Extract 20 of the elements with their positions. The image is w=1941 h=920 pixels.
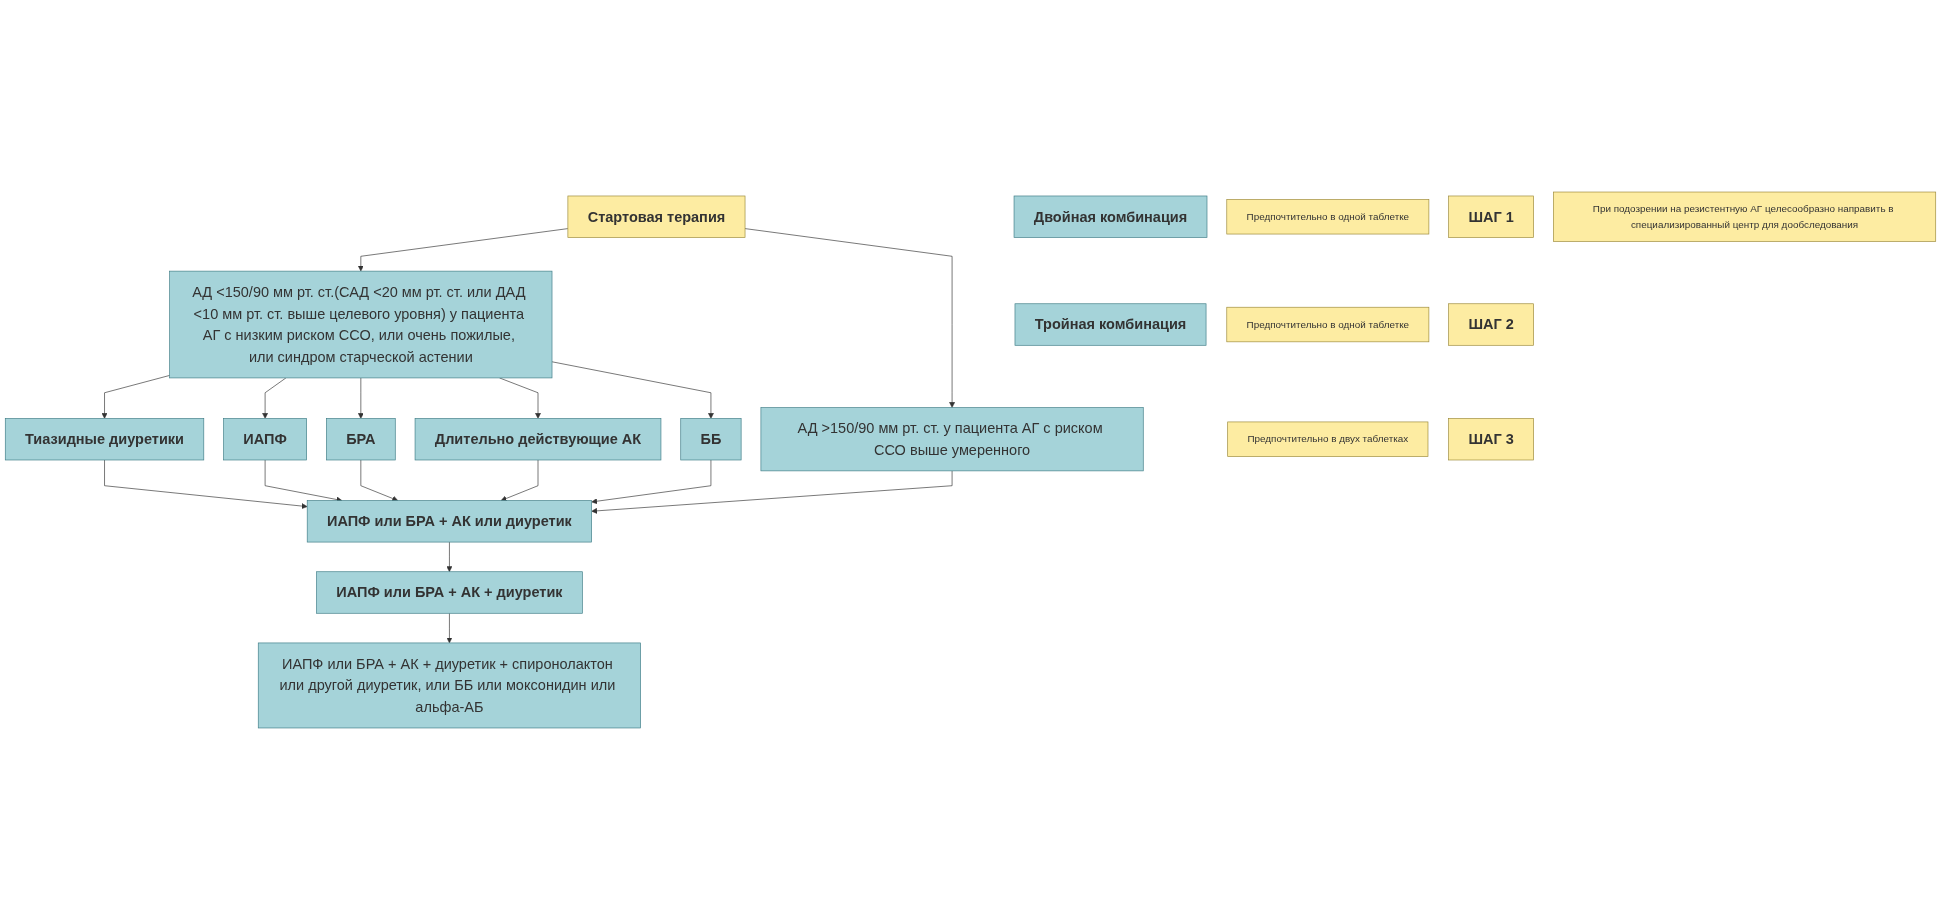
node-box: Тиазидные диуретики <box>4 418 205 461</box>
node-box: ШАГ 2 <box>1448 303 1534 346</box>
node-box: ИАПФ или БРА + АК или диуретик <box>306 500 592 543</box>
node-box: БРА <box>326 418 396 461</box>
node-box: Предпочтительно в одной таблетке <box>1226 306 1430 343</box>
node-box: АД <150/90 мм рт. ст.(САД <20 мм рт. ст. или ДАД <10 мм рт. ст. выше целевого уровня) у пациента АГ с низким риском ССО, или очень пожилые, или синдром старческой астении <box>169 270 553 379</box>
node-box: ШАГ 3 <box>1448 418 1534 461</box>
node-box: При подозрении на резистентную АГ целесообразно направить в специализированный центр для дообследования <box>1553 191 1937 242</box>
node-box: Длительно действующие АК <box>414 418 662 461</box>
node-box: ШАГ 1 <box>1448 195 1534 238</box>
node-box: Тройная комбинация <box>1014 303 1207 346</box>
node-box: Предпочтительно в одной таблетке <box>1226 199 1430 235</box>
node-box: ББ <box>680 418 742 461</box>
node-box: Предпочтительно в двух таблетках <box>1227 421 1429 457</box>
node-box: ИАПФ <box>223 418 307 461</box>
node-box: ИАПФ или БРА + АК + диуретик <box>316 571 583 614</box>
node-box: Стартовая терапия <box>567 195 746 238</box>
node-box: Двойная комбинация <box>1013 195 1208 238</box>
node-box: АД >150/90 мм рт. ст. у пациента АГ с риском ССО выше умеренного <box>760 407 1144 472</box>
node-box: ИАПФ или БРА + АК + диуретик + спиронолактон или другой диуретик, или ББ или моксонидин или альфа-АБ <box>257 642 641 729</box>
